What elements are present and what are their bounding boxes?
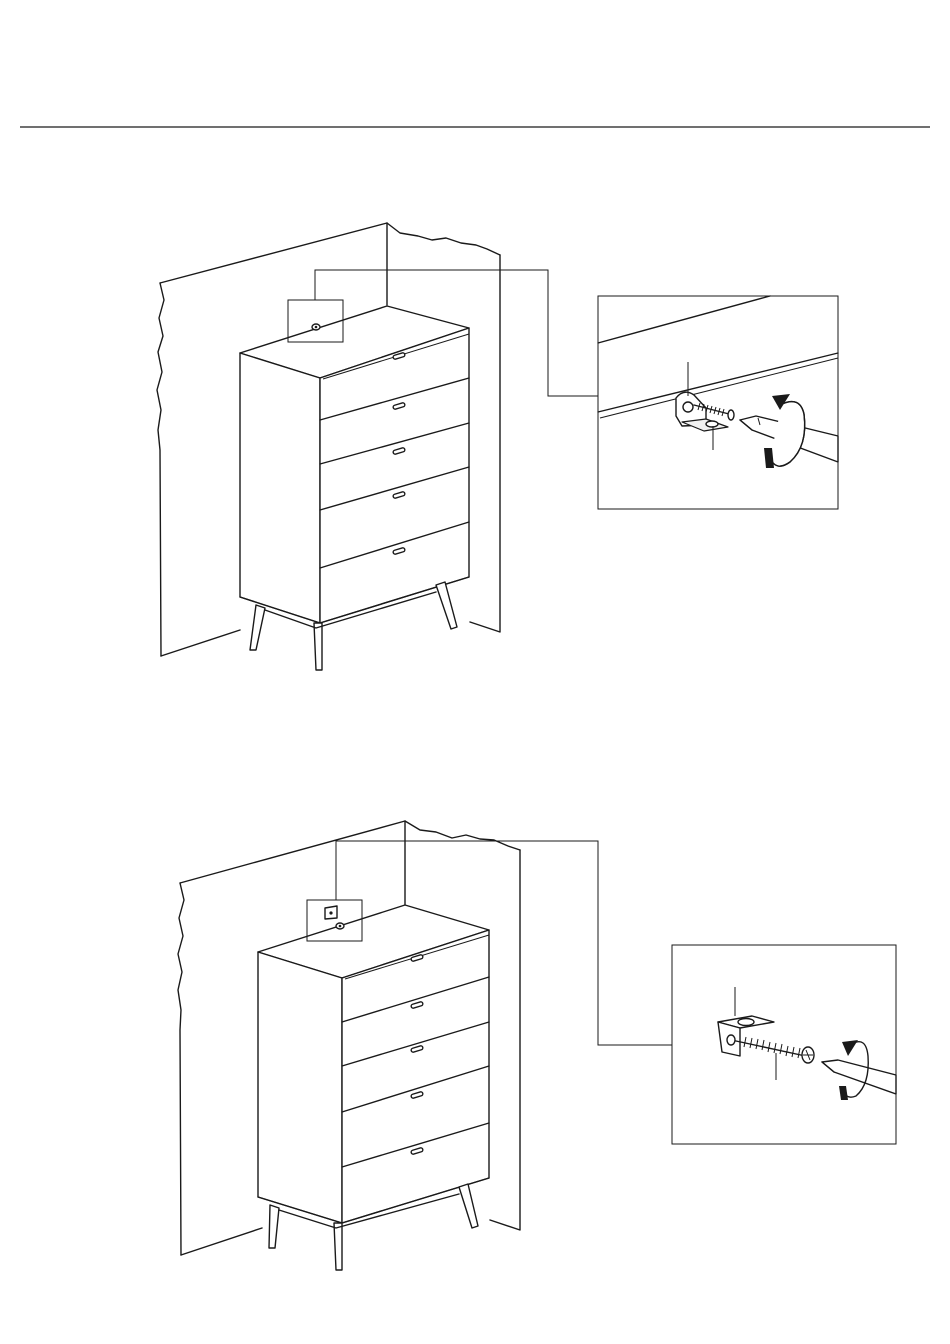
screw-icon <box>736 1037 814 1063</box>
dresser-1 <box>240 306 469 670</box>
wall-anchor-bracket-2 <box>325 906 344 929</box>
wall-anchor-bracket-1 <box>312 324 320 330</box>
step-1-illustration <box>157 223 838 670</box>
step-2-illustration <box>178 821 896 1270</box>
detail-inset-1 <box>598 296 838 509</box>
dresser-2 <box>258 905 489 1270</box>
detail-inset-2 <box>672 945 896 1144</box>
screwdriver-icon <box>822 1060 896 1094</box>
